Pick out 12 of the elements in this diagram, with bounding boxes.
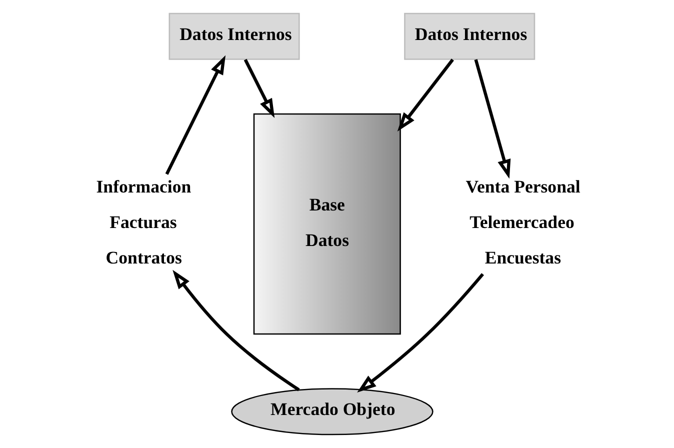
node-box: Datos Internos [404, 12, 536, 60]
arrow [357, 273, 484, 393]
node-ellipse: Mercado Objeto [231, 388, 434, 436]
arrow [474, 59, 511, 179]
arrow [244, 58, 275, 118]
arrow [397, 58, 454, 132]
arrow [165, 55, 226, 175]
arrow [172, 270, 300, 392]
node-box: Base Datos [253, 113, 401, 335]
node-text: Informacion Facturas Contratos [96, 176, 192, 268]
node-text: Venta Personal Telemercadeo Encuestas [466, 176, 580, 268]
node-box: Datos Internos [168, 12, 300, 60]
